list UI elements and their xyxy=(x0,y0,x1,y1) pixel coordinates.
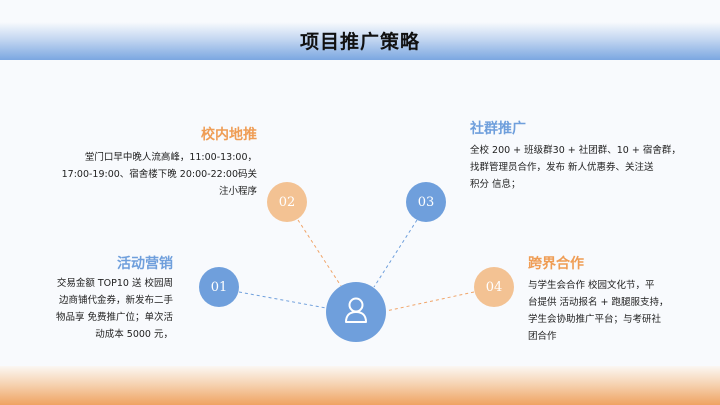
header-band xyxy=(0,22,720,60)
section-04-line: 团合作 xyxy=(528,331,557,342)
section-03-line: 积分 信息； xyxy=(470,179,521,190)
section-01-line: 交易金额 TOP10 送 校园周 xyxy=(56,278,173,289)
node-03: 03 xyxy=(406,182,446,222)
section-04-line: 台提供 活动报名 + 跑腿服支持， xyxy=(528,297,669,308)
section-03-line: 全校 200 + 班级群30 + 社团群、10 + 宿舍群， xyxy=(470,145,681,156)
section-03-line: 找群管理员合作，发布 新人优惠券、关注送 xyxy=(470,162,654,173)
section-02-line: 堂门口早中晚人流高峰，11:00-13:00， xyxy=(84,152,257,163)
section-03-text: 全校 200 + 班级群30 + 社团群、10 + 宿舍群， 找群管理员合作，发… xyxy=(470,142,681,193)
page-title: 项目推广策略 xyxy=(299,31,420,53)
section-04-title: 跨界合作 xyxy=(528,256,584,272)
section-01-line: 物品享 免费推广位；单次活 xyxy=(55,312,173,323)
section-01-line: 动成本 5000 元， xyxy=(95,329,173,340)
section-01-line: 边商铺代金券，新发布二手 xyxy=(58,295,173,306)
section-01-text: 交易金额 TOP10 送 校园周 边商铺代金券，新发布二手 物品享 免费推广位；… xyxy=(23,275,173,343)
user-icon xyxy=(343,296,369,328)
center-hub xyxy=(326,282,386,342)
section-02-line: 17:00-19:00、宿舍楼下晚 20:00-22:00码关 xyxy=(61,169,257,180)
section-04-text: 与学生会合作 校园文化节，平 台提供 活动报名 + 跑腿服支持， 学生会协助推广… xyxy=(528,277,669,345)
node-04: 04 xyxy=(474,267,514,307)
footer-band xyxy=(0,366,720,405)
node-01: 01 xyxy=(199,267,239,307)
connector-03 xyxy=(373,219,418,288)
connector-04 xyxy=(385,291,475,312)
node-02: 02 xyxy=(267,182,307,222)
section-02-title: 校内地推 xyxy=(201,127,257,143)
section-04-line: 学生会协助推广平台；与考研社 xyxy=(528,314,662,325)
section-02-text: 堂门口早中晚人流高峰，11:00-13:00， 17:00-19:00、宿舍楼下… xyxy=(17,149,257,200)
section-01-title: 活动营销 xyxy=(117,256,173,272)
connector-02 xyxy=(297,219,342,287)
section-02-line: 注小程序 xyxy=(218,186,257,197)
section-03-title: 社群推广 xyxy=(470,121,526,137)
section-04-line: 与学生会合作 校园文化节，平 xyxy=(528,280,655,291)
connector-01 xyxy=(238,291,327,309)
